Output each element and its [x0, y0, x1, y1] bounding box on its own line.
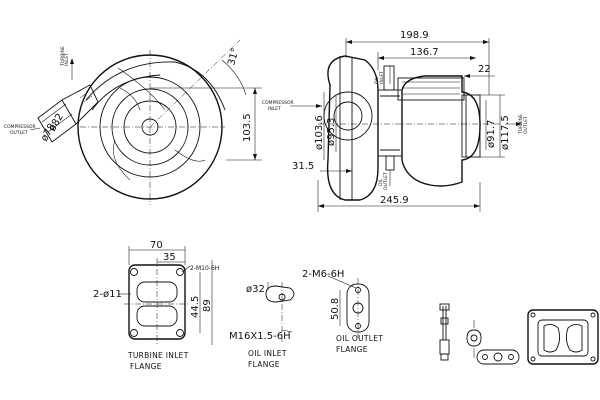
oil-inlet-label: OIL INLET	[374, 66, 391, 84]
turbine-inlet-flange-title: TURBINE INLET	[127, 351, 189, 360]
overall-width-dim: 245.9	[380, 195, 409, 206]
turbine-inlet-flange-detail: 70 35 2-M10-6H 2-ø11 44.5 89 TURBINE INL…	[93, 240, 219, 371]
turbine-outlet-dia-dim: ø91.7	[486, 120, 497, 148]
turbine-inlet-flange-title-2: FLANGE	[130, 362, 162, 371]
compressor-outlet-label: COMPRESSOR OUTLET	[4, 124, 41, 136]
svg-text:INLET: INLET	[64, 53, 70, 66]
svg-text:INLET: INLET	[379, 71, 385, 84]
oil-inlet-thread-dim: M16X1.5-6H	[229, 331, 291, 342]
svg-text:COMPRESSOR: COMPRESSOR	[262, 100, 294, 106]
turbine-outlet	[461, 94, 481, 158]
oil-outlet-label: OIL OUTLET	[378, 170, 391, 190]
outlet-offset-dim: 22	[478, 64, 491, 75]
turbine-outlet-dia2-dim: ø117.5	[500, 115, 511, 150]
angle-dim: 31°	[226, 47, 241, 67]
svg-text:COMPRESSOR: COMPRESSOR	[4, 124, 36, 130]
turbine-housing	[401, 75, 481, 187]
svg-text:TURBINE: TURBINE	[518, 114, 524, 135]
flange-width-dim: 70	[150, 240, 163, 251]
flange-half-dim: 35	[163, 252, 176, 263]
oil-inlet-flange-detail: ø32 M16X1.5-6H OIL INLET FLANGE	[229, 282, 295, 369]
overall-length-dim: 198.9	[400, 30, 429, 41]
flange-thread-dim: 2-M10-6H	[190, 265, 219, 272]
oil-inlet-flange-shape	[265, 285, 295, 303]
center-height-dim: 103.5	[242, 113, 253, 142]
turbine-outlet-label: TURBINE OUTLET	[505, 114, 529, 135]
svg-text:INLET: INLET	[268, 106, 281, 112]
turbine-inlet-label: TURBINE INLET	[60, 46, 74, 80]
oil-outlet-flange-detail: 50.8 2-M6-6H OIL OUTLET FLANGE	[302, 269, 383, 354]
oil-feed-tube	[439, 303, 450, 361]
flange-bolt-height-dim: 89	[202, 299, 213, 312]
oil-inlet-flange-title-2: FLANGE	[248, 360, 280, 369]
oil-outlet-thread-dim: 2-M6-6H	[302, 269, 344, 280]
oil-outlet-flange-title: OIL OUTLET	[336, 334, 383, 343]
front-view: 103.5 31° ø82 ø78 TURBINE INLET COMPRESS…	[4, 39, 262, 205]
svg-text:OIL: OIL	[374, 76, 380, 84]
turbine-inlet-flange-side	[397, 77, 465, 101]
svg-text:OUTLET: OUTLET	[523, 116, 529, 134]
flange-hole-dim: 2-ø11	[93, 289, 122, 300]
housing-dia-dim: ø103.6	[314, 115, 325, 150]
oil-inlet-flange-title: OIL INLET	[248, 349, 287, 358]
flange-bolt-hole-1	[130, 268, 138, 276]
oil-inlet-dia-dim: ø32	[246, 284, 265, 295]
svg-text:OUTLET: OUTLET	[383, 172, 389, 190]
turbine-inlet-gasket	[527, 309, 599, 365]
axial-offset-dim: 31.5	[292, 161, 314, 172]
oil-outlet-flange-title-2: FLANGE	[336, 345, 368, 354]
flange-bolt-hole-4	[176, 329, 184, 337]
flange-bolt-hole-2	[176, 268, 184, 276]
accessories	[439, 303, 599, 365]
oil-outlet-spacing-dim: 50.8	[330, 298, 341, 320]
compressor-inlet-label: COMPRESSOR INLET	[262, 100, 322, 112]
flange-height-dim: 44.5	[190, 296, 201, 318]
compressor-to-outlet-dim: 136.7	[410, 47, 439, 58]
housing-dia2-dim: ø95.3	[326, 118, 337, 146]
svg-text:OIL: OIL	[378, 178, 384, 186]
compressor-housing-side	[326, 55, 379, 201]
oil-gasket-small	[466, 320, 482, 358]
svg-text:OUTLET: OUTLET	[10, 130, 28, 136]
oil-outlet-gasket	[476, 349, 520, 365]
flange-bolt-hole-3	[130, 329, 138, 337]
side-view: 198.9 136.7 22 ø91.7 ø117.5 ø103.6 ø95.3…	[262, 30, 529, 212]
svg-text:TURBINE: TURBINE	[60, 46, 66, 67]
